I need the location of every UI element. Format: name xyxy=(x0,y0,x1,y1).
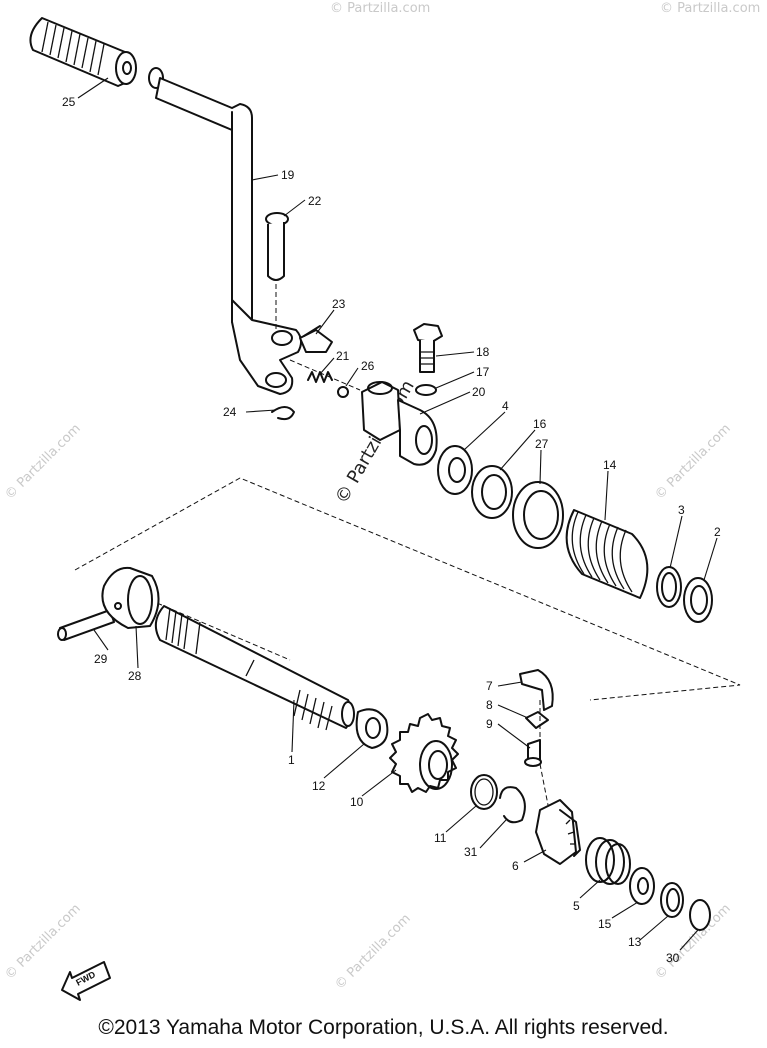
label-16: 16 xyxy=(533,417,547,431)
label-23: 23 xyxy=(332,297,346,311)
watermark-right-mid: © Partzilla.com xyxy=(652,421,734,503)
label-25: 25 xyxy=(62,95,76,109)
label-17: 17 xyxy=(476,365,490,379)
part-8-washer xyxy=(525,711,549,729)
label-30: 30 xyxy=(666,951,680,965)
label-18: 18 xyxy=(476,345,490,359)
part-7-bracket xyxy=(519,669,554,711)
part-26-ball xyxy=(337,386,349,398)
label-8: 8 xyxy=(486,698,493,712)
label-15: 15 xyxy=(598,917,612,931)
part-24-circlip xyxy=(271,406,295,421)
copyright-notice: ©2013 Yamaha Motor Corporation, U.S.A. A… xyxy=(98,1016,669,1039)
part-30-circlip xyxy=(689,899,711,931)
watermark-left-bottom: © Partzilla.com xyxy=(2,901,84,983)
fwd-arrow-icon: FWD xyxy=(61,961,111,1001)
part-29-pin xyxy=(57,609,115,641)
label-22: 22 xyxy=(308,194,322,208)
watermark-top-center: © Partzilla.com xyxy=(330,1,430,16)
label-2: 2 xyxy=(714,525,721,539)
part-6-ratchet xyxy=(535,799,581,865)
label-11: 11 xyxy=(434,831,447,845)
part-10-kick-gear xyxy=(389,713,459,793)
part-21-spring xyxy=(307,371,333,383)
label-3: 3 xyxy=(678,503,685,517)
part-25-grip xyxy=(29,17,164,89)
label-9: 9 xyxy=(486,717,493,731)
part-17-washer xyxy=(415,384,437,396)
label-5: 5 xyxy=(573,899,580,913)
part-14-torsion-spring xyxy=(565,509,649,599)
part-11-circlip xyxy=(470,774,498,810)
label-7: 7 xyxy=(486,679,493,693)
part-1-kick-axle xyxy=(154,605,355,731)
watermark-bottom-center: © Partzilla.com xyxy=(332,911,414,993)
part-15-washer xyxy=(629,867,655,905)
label-31: 31 xyxy=(464,845,478,859)
label-1: 1 xyxy=(288,753,295,767)
assembly-outline xyxy=(74,477,741,701)
label-13: 13 xyxy=(628,935,642,949)
part-12-washer xyxy=(355,708,389,749)
label-29: 29 xyxy=(94,652,108,666)
label-27: 27 xyxy=(535,437,549,451)
part-31-clip xyxy=(499,786,526,824)
watermark-top-right: © Partzilla.com xyxy=(660,1,760,16)
watermark-left-mid: © Partzilla.com xyxy=(2,421,84,503)
label-19: 19 xyxy=(281,168,295,182)
part-23-detent xyxy=(299,325,333,353)
part-5-spring xyxy=(585,837,631,885)
label-12: 12 xyxy=(312,779,326,793)
label-21: 21 xyxy=(336,349,350,363)
label-24: 24 xyxy=(223,405,237,419)
part-19-kick-lever xyxy=(155,77,302,395)
label-14: 14 xyxy=(603,458,617,472)
watermarks: © Partzilla.com © Partzilla.com © Partzi… xyxy=(2,1,760,993)
label-4: 4 xyxy=(502,399,509,413)
label-28: 28 xyxy=(128,669,142,683)
label-26: 26 xyxy=(361,359,375,373)
part-18-bolt xyxy=(413,323,443,373)
part-labels: 25 19 22 23 21 26 24 18 17 20 4 16 27 14… xyxy=(62,95,721,965)
part-28-collar xyxy=(101,566,160,629)
part-4-washer xyxy=(437,445,473,495)
part-9-screw xyxy=(524,739,542,767)
part-13-clip xyxy=(660,882,684,918)
label-10: 10 xyxy=(350,795,364,809)
part-27-cover xyxy=(512,481,564,549)
part-22-pin xyxy=(265,212,289,330)
label-20: 20 xyxy=(472,385,486,399)
part-20-boss xyxy=(361,381,438,466)
label-6: 6 xyxy=(512,859,519,873)
leader-lines xyxy=(77,77,718,951)
part-16-bushing xyxy=(471,465,513,519)
